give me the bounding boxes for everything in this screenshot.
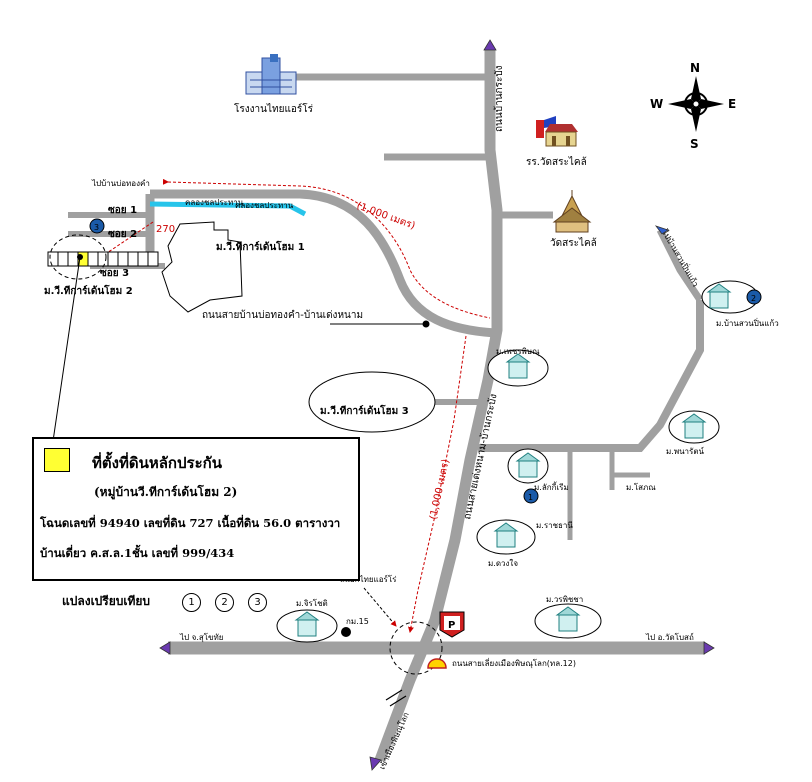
to-suan-pin-label: ไปบ้านสวนปิ่นแก้ว [660,227,702,289]
intersection-circle [389,621,443,675]
phet-label: ม.เพชรพิษณุ [496,347,540,356]
road-bo-thong-kham [150,189,496,338]
house-suan-pin-icon [701,280,759,314]
house-phet-icon [487,349,549,387]
legend-house-line: บ้านเดี่ยว ค.ส.ล.1ชั้น เลขที่ 999/434 [40,546,235,560]
soi-3-label: ซอย 3 [100,268,129,279]
compass-rose-icon [668,76,724,132]
village-1-area [161,221,243,313]
temple-icon [552,190,592,233]
marker-3 [89,218,105,234]
village-1-label: ม.วี.ทีการ์เด้นโฮม 1 [216,240,305,253]
school-label: รร.วัดสระไคล้ [526,156,587,168]
marker-2-text: 2 [751,294,756,303]
worapicha-label: ม.วรพิชชา [546,595,583,604]
road-end-arrows [159,39,715,771]
compass-n: N [690,61,700,75]
roads [68,48,705,762]
comparison-item-2: 2 [215,593,234,612]
duangjai-label: ม.ดวงใจ [488,559,518,568]
temple-label: วัดสระไคล้ [550,237,597,249]
irrigation-canal [149,201,307,217]
arrow-suan-pin-icon [654,225,669,235]
leader-line [51,256,81,449]
house-phanarat-icon [668,410,720,444]
arrow-east-icon [703,641,715,655]
marker-3-text: 3 [94,223,99,232]
legend-box: ที่ตั้งที่ดินหลักประกัน (หมู่บ้านวี.ทีกา… [32,437,360,581]
village-3-oval [308,371,436,433]
compass-w: W [650,97,663,111]
compass-s: S [690,137,699,151]
to-wat-bot-label: ไป อ.วัดโบสถ์ [645,632,694,642]
distance-1000-side: (1,000 เมตร) [428,458,452,521]
legend-subtitle: (หมู่บ้านวี.ทีการ์เด้นโฮม 2) [94,485,238,499]
arrow-south-icon [369,756,382,771]
house-duangjai-icon [476,519,536,555]
parking-sign-icon [439,611,465,638]
house-jirachot-icon [276,609,338,643]
parking-text: P [448,620,455,631]
phanarat-label: ม.พนารัตน์ [666,446,705,456]
school-icon [536,116,578,147]
highway-12-label: ถนนสายเลี่ยงเมืองพิษณุโลก(ทล.12) [452,657,576,668]
soi-1-label: ซอย 1 [108,205,137,216]
factory-label: โรงงานไทยแอร์โร่ [234,102,314,115]
legend-deed-line: โฉนดเลขที่ 94940 เลขที่ดิน 727 เนื้อที่ด… [40,516,341,530]
gas-station-icon [427,658,447,669]
house-worapicha-icon [534,603,602,639]
lakrim-label: ม.ลักกี้เรีม [534,481,569,492]
comparison-item-1: 1 [182,593,201,612]
road-suan-pin [656,228,703,302]
legend-swatch [44,448,70,472]
arrow-west-icon [159,641,171,655]
road-bo-thong-label: ถนนสายบ้านบ่อทองคำ-บ้านเด่งหนาม [202,309,363,321]
marker-1-text: 1 [528,493,533,502]
to-sukhothai-label: ไป จ.สุโขทัย [179,632,223,642]
canal-label-1: คลองชลประทาน [185,198,244,207]
canal-label-2: คลองชลประทาน [235,201,294,210]
ratchathani-label: ม.ราชธานี [536,521,573,530]
intersection-pointer [363,587,397,627]
village-2-houses [47,234,159,280]
comparison-item-3: 3 [248,593,267,612]
factory-building-icon [245,54,297,95]
village-3-label: ม.วี.ทีการ์เด้นโฮม 3 [320,404,409,417]
junction-dot [422,320,430,328]
comparison-label: แปลงเปรียบเทียบ [62,594,151,608]
km15-label: กม.15 [346,617,369,626]
soi-2-label: ซอย 2 [108,229,137,240]
to-bo-thong-kham-label: ไปบ้านบ่อทองคำ [91,179,150,188]
arrow-north-icon [483,39,497,51]
sopon-label: ม.โสภณ [626,482,656,492]
intersection-label: สี่แยกไทยแอร์โร่ [340,573,397,584]
marker-1 [523,488,539,504]
compass-e: E [728,97,736,111]
village-2-label: ม.วี.ทีการ์เด้นโฮม 2 [44,284,133,297]
legend-title: ที่ตั้งที่ดินหลักประกัน [92,454,222,472]
jirachot-label: ม.จิรโชติ [296,598,328,608]
marker-2 [746,289,762,305]
road-break-mark [385,689,407,707]
road-lakrim [478,300,704,452]
suan-pin-label: ม.บ้านสวนปิ่นแก้ว [716,317,779,328]
house-lakrim-icon [507,448,549,484]
km15-marker [341,627,351,637]
main-road-label-1: ถนนบ้านกระบัง [493,65,505,132]
